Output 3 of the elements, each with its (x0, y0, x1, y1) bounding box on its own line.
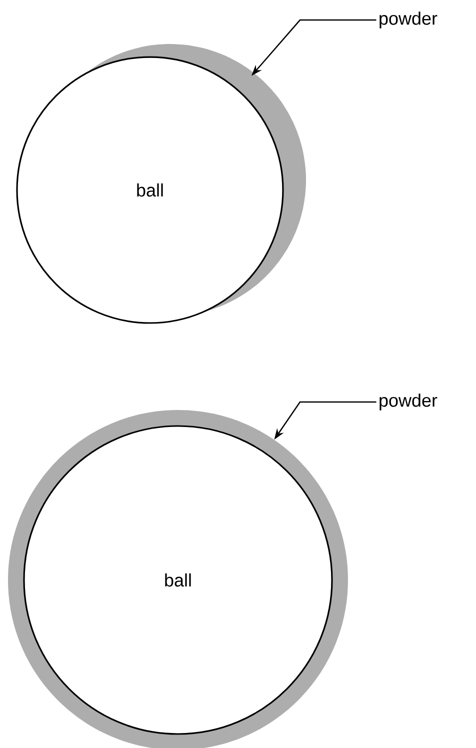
label: powder (380, 12, 438, 28)
label: powder (380, 394, 438, 410)
node-label: ball (165, 573, 191, 587)
